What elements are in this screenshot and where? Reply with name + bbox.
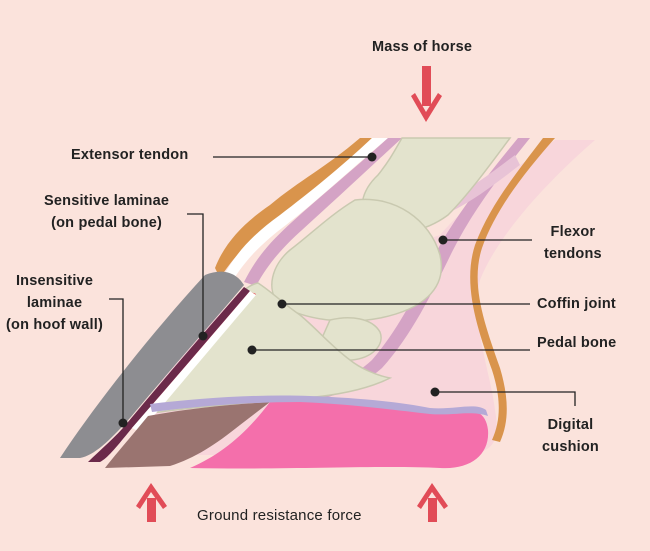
pedal-bone-label: Pedal bone [537, 335, 617, 351]
coffin-joint-label: Coffin joint [537, 296, 616, 312]
ground-resistance-label: Ground resistance force [197, 507, 362, 524]
digital-cushion-line-2: cushion [542, 439, 599, 455]
insensitive-laminae-line-1: Insensitive [15, 273, 94, 289]
hoof-wall-shape [60, 271, 244, 458]
skin-outline-back [470, 138, 555, 442]
sensitive-laminae-line-1: Sensitive laminae [44, 193, 170, 209]
extensor-tendon-label: Extensor tendon [71, 147, 189, 163]
flexor-tendons-line-2: tendons [544, 246, 602, 262]
sensitive-laminae-line-2: (on pedal bone) [51, 215, 163, 231]
digital-cushion-shape [190, 401, 489, 469]
ground-arrow-right [417, 483, 448, 522]
extensor-tendon-shape [244, 138, 402, 286]
dot-coffin [277, 299, 287, 309]
mass-of-horse-label: Mass of horse [372, 39, 473, 55]
leader-cushion [435, 391, 576, 406]
mass-arrow [411, 66, 442, 122]
sensitive-laminae-label: Sensitive laminae (on pedal bone) [44, 190, 169, 234]
digital-cushion-line-1: Digital [547, 417, 594, 433]
leader-insensitive [109, 298, 124, 423]
dot-insensitive [118, 418, 128, 428]
dot-sensitive [198, 331, 208, 341]
insensitive-laminae-line-3: (on hoof wall) [6, 317, 104, 333]
white-gap-front [224, 138, 388, 282]
ground-arrow-left [136, 483, 167, 522]
hoof-wall-white-line [132, 291, 256, 432]
sole-shape [105, 402, 270, 468]
dot-cushion [430, 387, 440, 397]
flexor-tendons-line-1: Flexor [550, 224, 596, 240]
dot-flexor [438, 235, 448, 245]
corium-line [150, 395, 488, 416]
insensitive-laminae-label: Insensitive laminae (on hoof wall) [6, 270, 103, 336]
leader-sensitive [187, 213, 204, 336]
flexor-tendons-label: Flexor tendons [544, 221, 602, 265]
dot-pedal [247, 345, 257, 355]
digital-cushion-label: Digital cushion [542, 414, 599, 458]
insensitive-laminae-line-2: laminae [26, 295, 83, 311]
insensitive-laminae-shape [88, 287, 250, 462]
dot-extensor [367, 152, 377, 162]
flexor-tendon-shape [285, 138, 530, 405]
